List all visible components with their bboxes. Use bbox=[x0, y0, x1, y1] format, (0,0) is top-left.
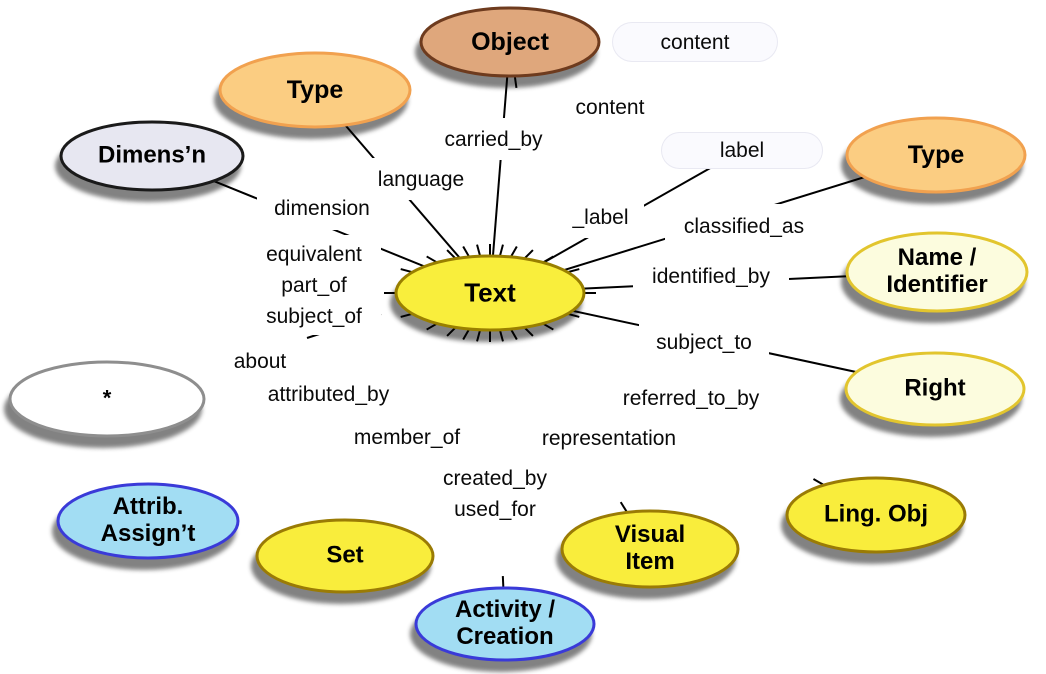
property-label-text: classified_as bbox=[683, 214, 805, 238]
property-label-text: created_by used_for bbox=[443, 467, 547, 521]
property-label-text: language bbox=[377, 167, 465, 191]
node-ellipse-object bbox=[419, 6, 601, 78]
node-ellipse-type_left bbox=[218, 51, 412, 129]
node-label-type_left: Type bbox=[286, 76, 344, 104]
node-ellipse-right bbox=[844, 351, 1026, 427]
property-label-identified_by: identified_by bbox=[633, 251, 789, 301]
node-label-visual: Visual Item bbox=[614, 521, 686, 575]
property-label-text: about bbox=[233, 349, 287, 373]
node-label-type_right: Type bbox=[907, 141, 965, 169]
node-ellipse-name_ident bbox=[845, 231, 1029, 313]
node-label-attrib: Attrib. Assign’t bbox=[100, 493, 196, 547]
node-ellipse-text bbox=[394, 254, 586, 332]
literal-pill-content_pill: content bbox=[612, 22, 778, 62]
property-label-text: content bbox=[660, 30, 730, 54]
property-label-text: label bbox=[719, 139, 765, 162]
node-ellipse-type_right bbox=[845, 116, 1027, 194]
node-ellipse-attrib bbox=[56, 482, 240, 560]
node-label-object: Object bbox=[471, 28, 549, 56]
property-label-text: referred_to_by bbox=[622, 387, 760, 410]
node-label-ling: Ling. Obj bbox=[824, 500, 928, 528]
property-label-text: carried_by bbox=[444, 127, 543, 151]
property-label-attributed_by: attributed_by bbox=[246, 373, 411, 416]
property-label-content_box: content bbox=[560, 85, 660, 129]
node-label-star: * bbox=[102, 385, 112, 411]
property-label-text: content bbox=[575, 95, 645, 119]
property-label-_label_box: _label bbox=[557, 197, 644, 238]
node-ellipse-visual bbox=[560, 509, 740, 589]
node-label-name_ident: Name / Identifier bbox=[886, 244, 988, 298]
property-label-text: _label bbox=[572, 206, 629, 229]
node-label-right: Right bbox=[904, 374, 966, 402]
property-label-text: equivalent part_of subject_of bbox=[266, 242, 362, 328]
property-label-text: representation bbox=[541, 427, 677, 450]
node-ellipse-star bbox=[8, 360, 206, 438]
property-label-equivalent_box: equivalent part_of subject_of bbox=[247, 235, 381, 335]
node-label-dimensn: Dimens’n bbox=[97, 141, 207, 169]
property-label-referred_to_by: referred_to_by bbox=[605, 377, 777, 420]
property-label-dimension_box: dimension bbox=[257, 187, 387, 230]
property-label-carried_by: carried_by bbox=[428, 118, 559, 160]
node-ellipse-ling bbox=[785, 476, 967, 554]
property-label-member_of: member_of bbox=[336, 416, 478, 458]
property-label-subject_to: subject_to bbox=[639, 321, 769, 363]
property-label-text: identified_by bbox=[652, 264, 770, 288]
node-label-text: Text bbox=[464, 277, 516, 308]
property-label-text: member_of bbox=[353, 425, 461, 449]
property-label-text: subject_to bbox=[656, 330, 752, 354]
node-label-activity: Activity / Creation bbox=[454, 596, 556, 650]
property-label-text: attributed_by bbox=[267, 383, 390, 406]
property-label-text: dimension bbox=[274, 197, 370, 220]
node-ellipse-dimensn bbox=[59, 120, 245, 192]
literal-pill-label_pill: label bbox=[661, 132, 823, 169]
node-label-set: Set bbox=[326, 541, 364, 569]
edge-text-object bbox=[489, 41, 511, 294]
node-ellipse-set bbox=[255, 518, 435, 594]
property-label-classified_as: classified_as bbox=[665, 204, 823, 248]
property-label-created_by_box: created_by used_for bbox=[426, 456, 564, 532]
node-ellipse-activity bbox=[414, 586, 596, 662]
property-label-representation: representation bbox=[515, 419, 703, 458]
